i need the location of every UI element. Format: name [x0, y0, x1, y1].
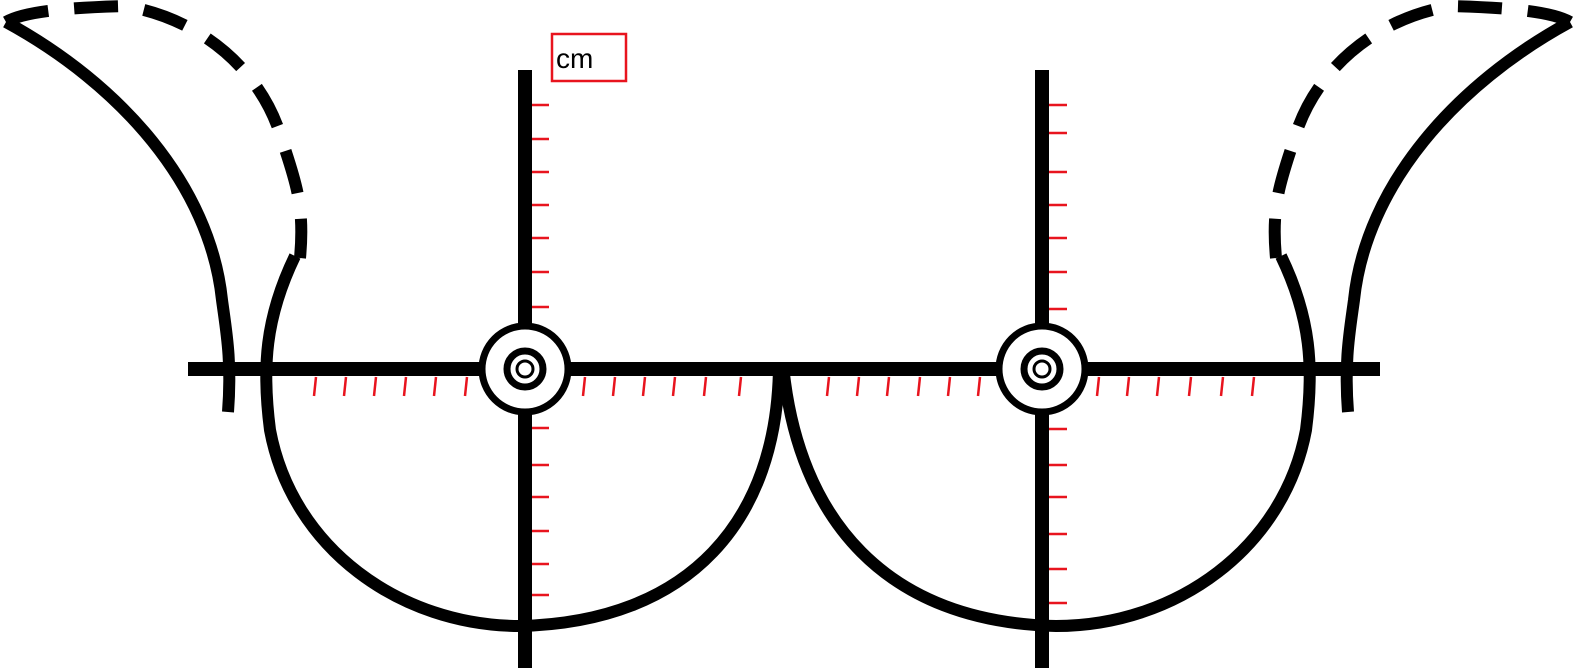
tick-mark	[432, 376, 438, 397]
tick-mark	[1155, 376, 1161, 397]
tick-mark	[702, 376, 708, 397]
tick-mark	[1187, 376, 1193, 397]
tick-mark	[855, 376, 861, 397]
unit-label-box: cm	[550, 32, 628, 83]
tick-mark	[402, 376, 408, 397]
left-vertical-tick-marks	[532, 103, 549, 597]
tick-mark	[1250, 376, 1256, 397]
right-outer-dashed-arc	[1268, 0, 1573, 259]
tick-mark	[1125, 376, 1131, 397]
tick-mark	[1219, 376, 1225, 397]
tick-mark	[581, 376, 587, 397]
tick-mark	[737, 376, 743, 397]
tick-mark	[825, 376, 831, 397]
tick-mark	[1095, 376, 1101, 397]
tick-mark	[641, 376, 647, 397]
tick-mark	[946, 376, 952, 397]
tick-mark	[885, 376, 891, 397]
left-nipple-marker	[478, 322, 572, 416]
right-outer-solid-arc	[1340, 16, 1573, 413]
tick-mark	[976, 376, 982, 397]
tick-mark	[671, 376, 677, 397]
right-vertical-tick-marks	[1049, 103, 1067, 605]
tick-mark	[916, 376, 922, 397]
tick-mark	[342, 376, 348, 397]
left-outer-dashed-arc	[3, 0, 308, 259]
tick-mark	[611, 376, 617, 397]
tick-mark	[312, 376, 318, 397]
tick-mark	[463, 376, 469, 397]
right-nipple-marker	[995, 322, 1089, 416]
left-outer-solid-arc	[3, 16, 236, 413]
unit-label: cm	[556, 43, 593, 74]
left-horizontal-tick-marks	[312, 376, 743, 397]
tick-mark	[372, 376, 378, 397]
right-horizontal-tick-marks	[825, 376, 1256, 397]
